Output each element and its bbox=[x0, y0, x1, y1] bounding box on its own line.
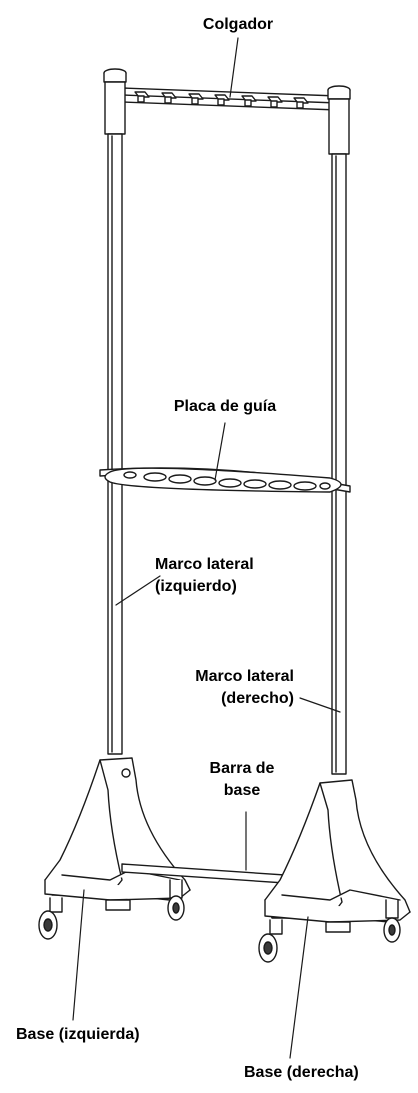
base-right bbox=[258, 779, 411, 963]
label-side-frame-right-line2: (derecho) bbox=[221, 690, 294, 707]
base-left bbox=[38, 757, 191, 940]
label-base-left: Base (izquierda) bbox=[16, 1026, 140, 1043]
label-base-right: Base (derecha) bbox=[244, 1064, 359, 1081]
label-side-frame-left-line1: Marco lateral bbox=[155, 556, 254, 573]
leader-lines bbox=[72, 37, 341, 1059]
label-guide-plate: Placa de guía bbox=[173, 398, 277, 415]
guide-plate bbox=[99, 467, 351, 493]
label-side-frame-left-line2: (izquierdo) bbox=[155, 578, 237, 595]
side-frame-left bbox=[103, 68, 127, 755]
side-frame-right bbox=[327, 85, 351, 775]
label-base-bar-line2: base bbox=[223, 782, 261, 799]
hanger-bar bbox=[121, 87, 339, 111]
label-hanger: Colgador bbox=[202, 16, 274, 33]
hanger-hooks bbox=[134, 91, 309, 109]
label-base-bar-line1: Barra de bbox=[209, 760, 275, 777]
label-side-frame-right-line1: Marco lateral bbox=[195, 668, 294, 685]
